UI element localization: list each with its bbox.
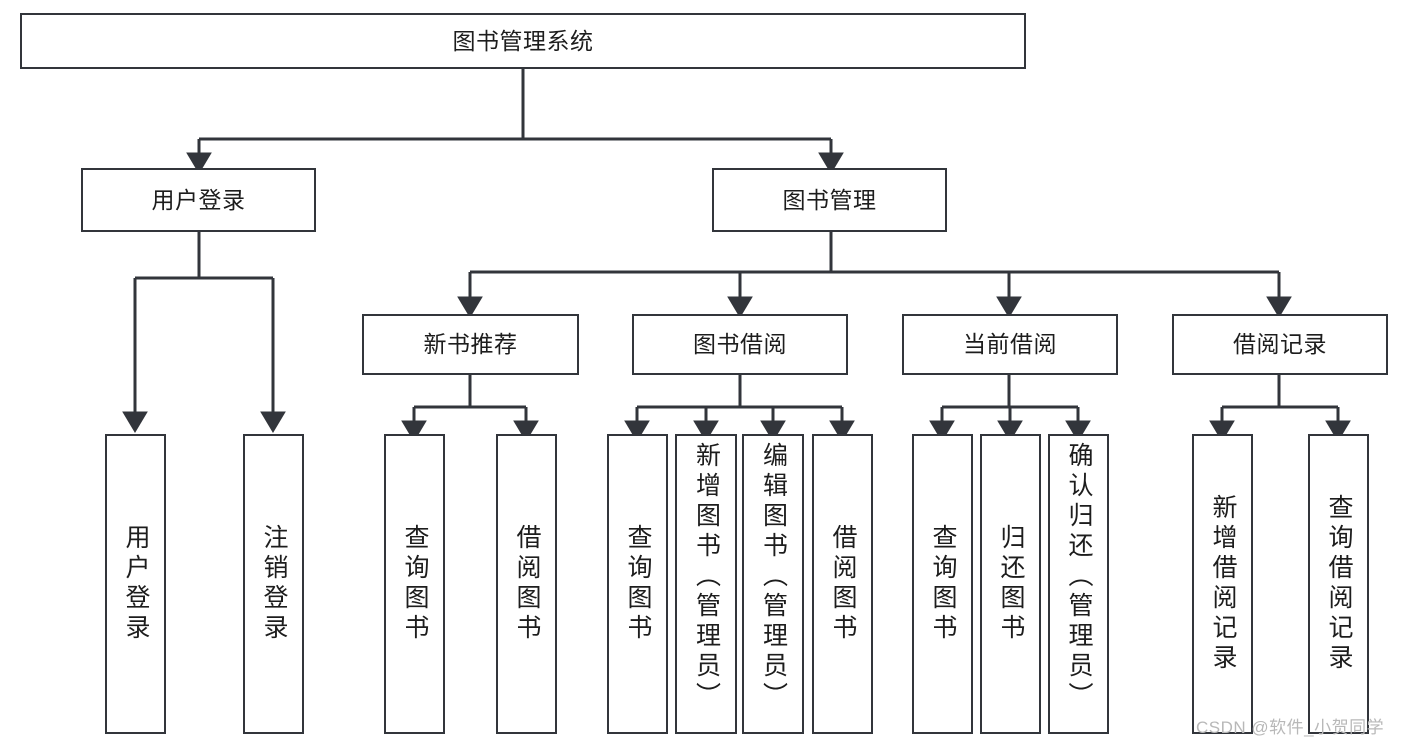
node-leaf-query-book-2-label: 查询图书: [624, 524, 652, 644]
node-leaf-query-book-1[interactable]: 查询图书: [384, 434, 445, 734]
node-current-borrow[interactable]: 当前借阅: [902, 314, 1118, 375]
node-leaf-add-record-label: 新增借阅记录: [1209, 494, 1237, 674]
node-root[interactable]: 图书管理系统: [20, 13, 1026, 69]
node-leaf-edit-book[interactable]: 编辑图书（管理员）: [742, 434, 804, 734]
node-leaf-confirm-return[interactable]: 确认归还（管理员）: [1048, 434, 1109, 734]
node-new-book-recommend-label: 新书推荐: [423, 331, 518, 358]
csdn-watermark: CSDN @软件_小贺同学: [1196, 718, 1385, 737]
node-leaf-user-login[interactable]: 用户登录: [105, 434, 166, 734]
node-book-borrow[interactable]: 图书借阅: [632, 314, 848, 375]
node-user-login[interactable]: 用户登录: [81, 168, 316, 232]
node-borrow-record[interactable]: 借阅记录: [1172, 314, 1388, 375]
node-leaf-query-book-3-label: 查询图书: [929, 524, 957, 644]
node-book-borrow-label: 图书借阅: [693, 331, 787, 358]
node-leaf-return-book-label: 归还图书: [997, 524, 1025, 644]
node-leaf-query-book-3[interactable]: 查询图书: [912, 434, 973, 734]
node-leaf-add-book-label: 新增图书（管理员）: [692, 442, 721, 712]
node-leaf-logout-login[interactable]: 注销登录: [243, 434, 304, 734]
node-book-management-label: 图书管理: [782, 186, 877, 213]
node-root-label: 图书管理系统: [452, 27, 594, 54]
node-leaf-query-book-2[interactable]: 查询图书: [607, 434, 668, 734]
node-leaf-borrow-book-1-label: 借阅图书: [513, 524, 541, 644]
node-leaf-query-book-1-label: 查询图书: [401, 524, 429, 644]
node-leaf-borrow-book-1[interactable]: 借阅图书: [496, 434, 557, 734]
node-book-management[interactable]: 图书管理: [712, 168, 947, 232]
node-leaf-query-record-label: 查询借阅记录: [1325, 494, 1353, 674]
node-leaf-edit-book-label: 编辑图书（管理员）: [759, 442, 788, 712]
node-leaf-add-record[interactable]: 新增借阅记录: [1192, 434, 1253, 734]
node-leaf-borrow-book-2[interactable]: 借阅图书: [812, 434, 873, 734]
node-new-book-recommend[interactable]: 新书推荐: [362, 314, 579, 375]
node-leaf-confirm-return-label: 确认归还（管理员）: [1065, 442, 1093, 712]
node-leaf-logout-login-label: 注销登录: [260, 524, 288, 644]
node-leaf-query-record[interactable]: 查询借阅记录: [1308, 434, 1369, 734]
node-borrow-record-label: 借阅记录: [1233, 331, 1327, 358]
node-user-login-label: 用户登录: [151, 186, 246, 213]
node-leaf-return-book[interactable]: 归还图书: [980, 434, 1041, 734]
node-leaf-borrow-book-2-label: 借阅图书: [829, 524, 857, 644]
node-current-borrow-label: 当前借阅: [963, 331, 1057, 358]
node-leaf-user-login-label: 用户登录: [122, 524, 150, 644]
node-leaf-add-book[interactable]: 新增图书（管理员）: [675, 434, 737, 734]
